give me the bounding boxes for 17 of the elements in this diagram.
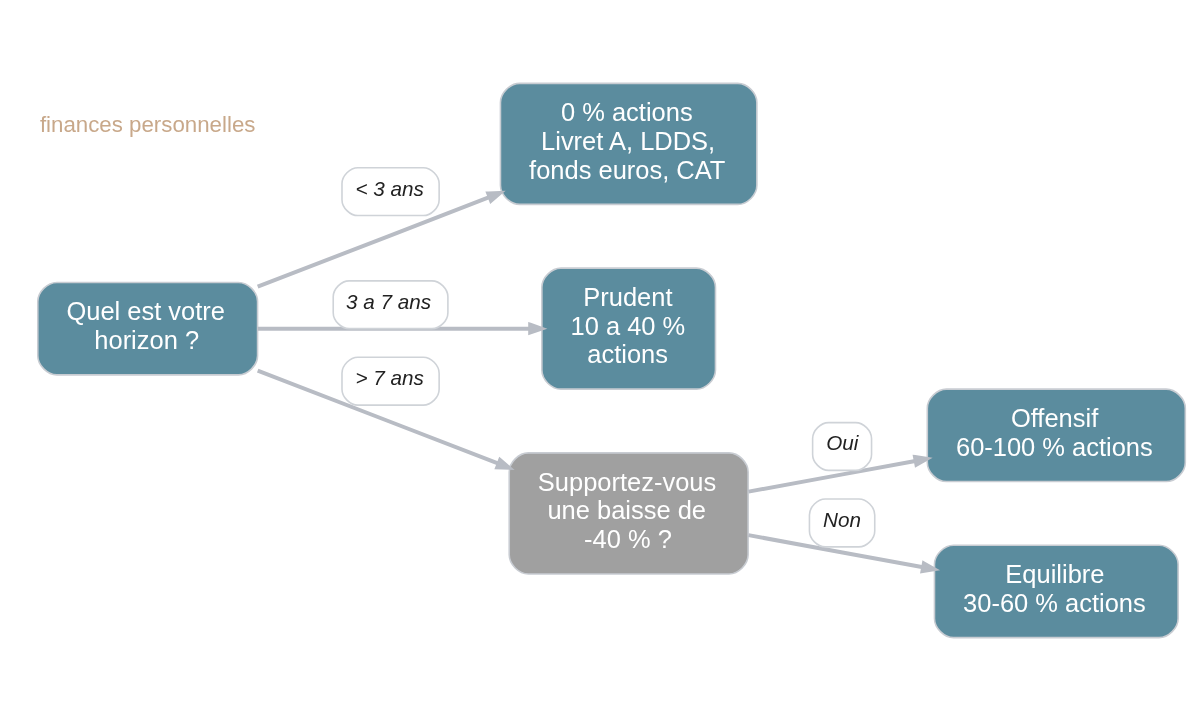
arrow: [748, 454, 933, 494]
edge-label: Oui: [826, 431, 859, 455]
arrow: [257, 321, 548, 336]
edge-label: < 3 ans: [355, 176, 424, 200]
label: finances personnelles: [39, 112, 256, 138]
node-box: Offensif 60-100 % actions: [926, 388, 1187, 483]
edge-label: > 7 ans: [355, 366, 424, 390]
arrow: [256, 368, 515, 470]
node-box: Equilibre 30-60 % actions: [933, 544, 1179, 639]
node-box: Prudent 10 a 40 % actions: [541, 267, 717, 390]
arrow: [256, 190, 506, 289]
node-box: 0 % actions Livret A, LDDS, fonds euros, CAT: [499, 82, 758, 206]
node-box: Quel est votre horizon ?: [37, 281, 259, 376]
arrow: [748, 533, 941, 574]
edge-label: 3 a 7 ans: [345, 289, 432, 313]
edge-label: Non: [822, 507, 861, 531]
node-box: Supportez-vous une baisse de -40 % ?: [508, 452, 749, 575]
